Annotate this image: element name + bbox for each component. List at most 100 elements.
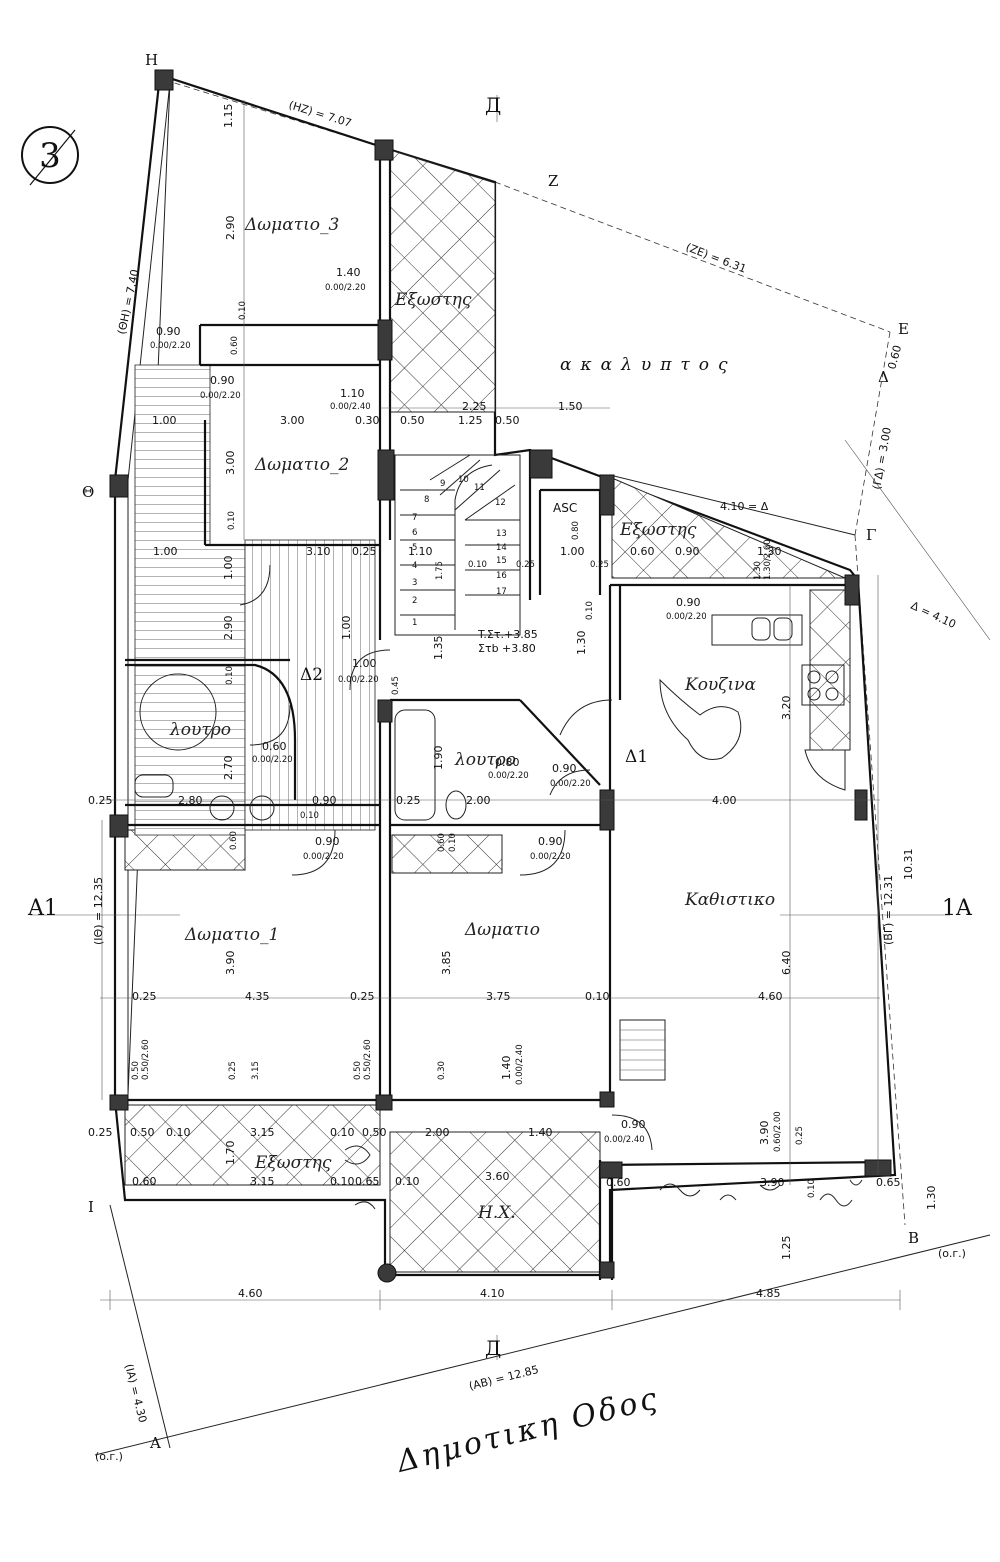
dimension-label: 0.25 <box>352 545 377 558</box>
dimension-label: 1.75 <box>435 561 445 580</box>
boundary-d410-right: Δ = 4.10 <box>909 599 958 631</box>
room-loutro-2: λουτρο <box>454 750 516 770</box>
dimension-label: 0.00/2.20 <box>550 779 591 789</box>
dimension-label: 0.65 <box>355 1175 380 1188</box>
dimension-label: 1.30/2.60 <box>763 539 773 580</box>
dimension-label: 1.30 <box>757 545 782 558</box>
room-kouzina: Κουζινα <box>684 675 756 695</box>
dimension-label: 0.25 <box>132 990 157 1003</box>
dimension-label: 0.25 <box>590 560 609 570</box>
dimension-lines <box>30 95 950 1360</box>
dimension-label: 0.50 <box>353 1061 363 1080</box>
point-e: E <box>898 320 909 338</box>
point-h: H <box>145 51 158 69</box>
door-mark-d2: Δ2 <box>300 665 323 685</box>
dimension-label: 1.10 <box>340 387 365 400</box>
stair-step: 8 <box>424 495 429 505</box>
boundary-ia: (IA) = 4.30 <box>122 1363 149 1424</box>
dimension-label: 0.00/2.20 <box>150 341 191 351</box>
room-dwmatio-2: Δωματιο_2 <box>254 455 349 475</box>
boundary-theta-h: (ΘH) = 7.40 <box>115 268 141 335</box>
dimension-label: 4.85 <box>756 1287 781 1300</box>
room-dwmatio-3: Δωματιο_3 <box>244 215 339 235</box>
dimension-label: 1.00 <box>152 414 177 427</box>
sheet-number-mark: 3 <box>21 126 79 186</box>
room-loutro-1: λουτρο <box>169 720 231 740</box>
dimension-label: 0.00/2.40 <box>330 402 371 412</box>
dimension-label: 0.60 <box>132 1175 157 1188</box>
stair-step: 9 <box>440 479 445 489</box>
dimension-label: 2.80 <box>178 794 203 807</box>
dimension-label: 0.30 <box>437 1061 447 1080</box>
boundary-b-offset: 1.30 <box>925 1186 938 1211</box>
bathroom-fixtures <box>134 673 467 821</box>
kitchen-fixtures <box>659 614 846 791</box>
staircase <box>394 454 521 636</box>
room-hx: H.X. <box>477 1203 516 1223</box>
dimension-label: 0.10 <box>585 990 610 1003</box>
street-name: Δημοτικη Οδος <box>392 1381 663 1480</box>
stair-step: 14 <box>496 543 507 553</box>
dimension-label: 0.00/2.20 <box>200 391 241 401</box>
dimension-label: 0.00/2.20 <box>530 852 571 862</box>
dimension-label: 3.60 <box>485 1170 510 1183</box>
point-oga-right: (o.г.) <box>938 1247 966 1260</box>
dimension-label: 1.50 <box>558 400 583 413</box>
stair-step: 17 <box>496 587 507 597</box>
living-steps <box>619 1019 666 1081</box>
dimension-label: 0.90 <box>156 325 181 338</box>
dimension-label: 3.90 <box>224 951 237 976</box>
dimension-label: 0.25 <box>350 990 375 1003</box>
dimension-label: 0.45 <box>391 676 401 695</box>
dimension-label: 10.31 <box>902 849 915 881</box>
stair-step: 12 <box>495 498 506 508</box>
stair-step: 16 <box>496 571 507 581</box>
dimension-label: 2.90 <box>224 216 237 241</box>
dimension-label: 3.20 <box>780 696 793 721</box>
dimension-label: 1.30 <box>575 631 588 656</box>
dimension-label: 1.35 <box>432 636 445 661</box>
level-mark-2: Στb +3.80 <box>478 642 536 655</box>
stair-step: 2 <box>412 596 417 606</box>
dimension-label: 0.10 <box>395 1175 420 1188</box>
dimension-label: 1.25 <box>458 414 483 427</box>
garden-plants <box>344 1145 863 1210</box>
door-mark-d1: Δ1 <box>625 747 648 767</box>
point-gamma: Γ <box>866 526 876 544</box>
stair-step: 10 <box>458 475 469 485</box>
dimension-label: 0.90 <box>312 794 337 807</box>
dimension-label: 0.25 <box>396 794 421 807</box>
dimension-label: 0.30 <box>355 414 380 427</box>
dimension-label: 4.60 <box>238 1287 263 1300</box>
dimension-label: 0.25 <box>795 1126 805 1145</box>
room-kathistiko: Καθιστικο <box>684 890 775 910</box>
dimension-label: 0.00/2.20 <box>338 675 379 685</box>
dimension-label: 0.50 <box>362 1126 387 1139</box>
room-balcony-1: Εξωστης <box>394 290 472 310</box>
dimension-label: 0.10 <box>227 511 237 530</box>
dimension-label: 0.90 <box>675 545 700 558</box>
dimension-label: 0.60/2.00 <box>773 1111 783 1152</box>
dimension-label: 0.10 <box>330 1126 355 1139</box>
dimension-label: 0.65 <box>876 1176 901 1189</box>
dimension-label: 1.15 <box>222 104 235 129</box>
section-mark-a1-right: 1A <box>942 896 973 921</box>
point-i: I <box>88 1198 94 1216</box>
dimension-label: 1.90 <box>432 746 445 771</box>
section-mark-a1-left: A1 <box>27 896 58 921</box>
corridor-tiles <box>134 364 376 836</box>
sheet-number: 3 <box>39 136 61 176</box>
dimension-label: 4.00 <box>712 794 737 807</box>
dimension-label: 0.10 <box>300 811 319 821</box>
dimension-label: 0.50/2.60 <box>363 1039 373 1080</box>
dimension-label: 0.50 <box>130 1126 155 1139</box>
dimension-label: 2.70 <box>222 756 235 781</box>
dimension-label: 0.10 <box>330 1175 355 1188</box>
dimension-label: 0.10 <box>807 1179 817 1198</box>
dimension-label: 4.35 <box>245 990 270 1003</box>
dimension-label: 3.00 <box>224 451 237 476</box>
dimension-label: 0.25 <box>516 560 535 570</box>
dimension-label: 3.10 <box>306 545 331 558</box>
dimension-label: 3.15 <box>251 1061 261 1080</box>
section-mark-d-bottom: Д <box>485 1336 501 1360</box>
